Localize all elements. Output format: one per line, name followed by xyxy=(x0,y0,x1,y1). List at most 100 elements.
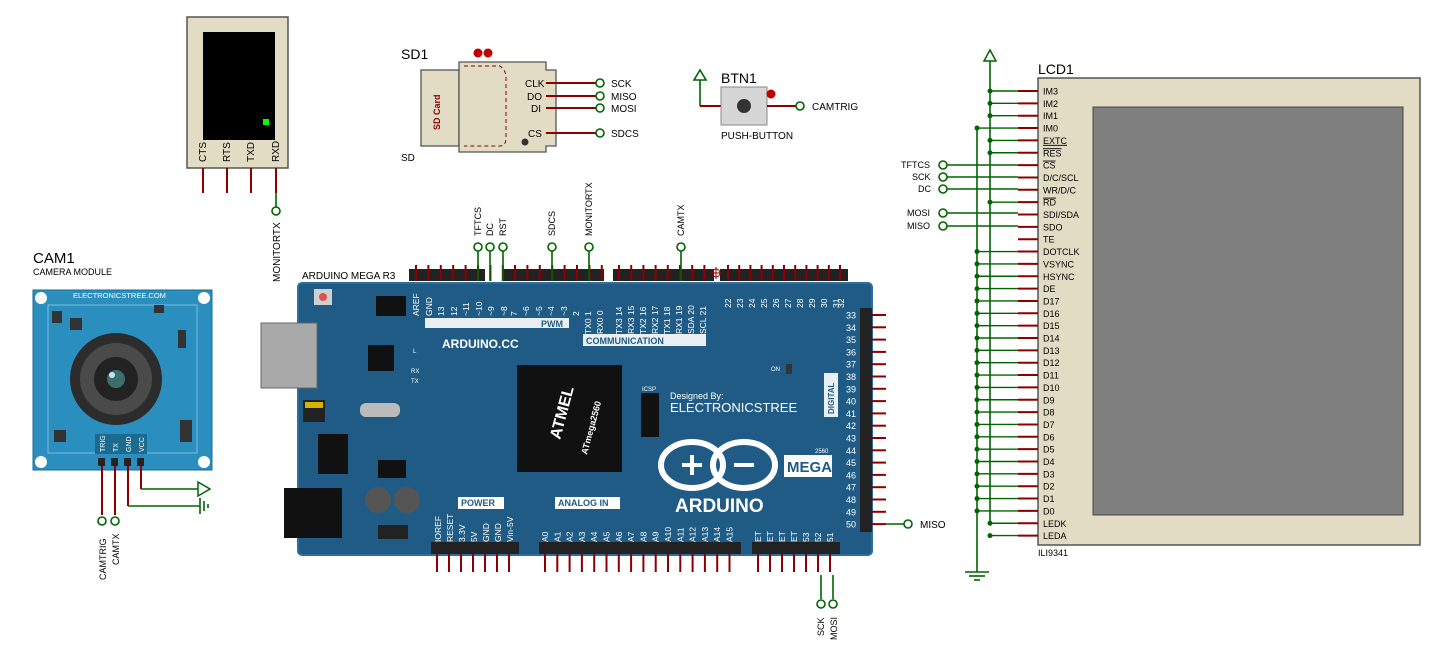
virtual-terminal[interactable]: CTS RTS TXD RXD MONITORTX xyxy=(186,16,289,282)
pin-a6: A6 xyxy=(614,531,624,542)
lcd-net-mosi: MOSI xyxy=(907,208,930,218)
lcd-net-node-mosi[interactable] xyxy=(938,208,948,218)
net-node-sdcs[interactable] xyxy=(547,242,557,252)
pin-9: ~9 xyxy=(486,306,496,316)
top-net-monitortx: MONITORTX xyxy=(584,182,594,236)
pin-a14: A14 xyxy=(712,527,722,542)
lcd-net-node-dc[interactable] xyxy=(938,184,948,194)
pin-tx2: TX2 16 xyxy=(638,306,648,334)
lcd-pin-d3: D3 xyxy=(1043,469,1055,479)
l-led-label: L xyxy=(413,349,417,355)
cam-ref-label: CAM1 xyxy=(33,250,75,267)
pin-7: 7 xyxy=(509,311,519,316)
camera-module[interactable]: CAM1 CAMERA MODULE ELECTRONICSTREE.COM T… xyxy=(32,250,213,581)
pin-4: ~4 xyxy=(546,306,556,316)
pin-51: 51 xyxy=(825,532,835,542)
button-cap-icon[interactable] xyxy=(737,99,751,113)
btn-camtrig-node[interactable] xyxy=(795,101,805,111)
right-pin-38: 38 xyxy=(846,372,856,382)
cam-camtrig-node[interactable] xyxy=(97,516,107,526)
push-button-component[interactable]: BTN1 CAMTRIG PUSH-BUTTON xyxy=(692,68,858,142)
lcd-net-tftcs: TFTCS xyxy=(901,160,930,170)
sd-sdcs-node[interactable] xyxy=(595,128,605,138)
net-node-monitortx[interactable] xyxy=(584,242,594,252)
cam-pin-trig: TRIG xyxy=(100,435,107,452)
terminal-pin-txd: TXD xyxy=(246,142,257,162)
pin-a13: A13 xyxy=(700,527,710,542)
sd-sck-node[interactable] xyxy=(595,78,605,88)
net-node-miso-right[interactable] xyxy=(903,519,913,529)
net-node-dc[interactable] xyxy=(485,242,495,252)
pin-reset: RESET xyxy=(445,514,455,542)
pin-30: 30 xyxy=(819,298,829,308)
arduino-ref-label: ARDUINO MEGA R3 xyxy=(302,271,396,282)
lcd-ref-label: LCD1 xyxy=(1038,61,1074,77)
sd-card-module[interactable]: SD1 SD Card CLK DO DI CS SD SCK MISO MOS… xyxy=(401,46,639,164)
usb-connector-icon xyxy=(260,322,318,389)
sd-indicator-icon-2 xyxy=(483,48,493,58)
right-pin-49: 49 xyxy=(846,507,856,517)
terminal-pin-cts: CTS xyxy=(198,142,209,162)
bottom-net-mosi: MOSI xyxy=(829,617,839,640)
lcd-pin-d0: D0 xyxy=(1043,506,1055,516)
net-node-mosi-bottom[interactable] xyxy=(828,599,838,609)
right-pin-33: 33 xyxy=(846,311,856,321)
right-pin-46: 46 xyxy=(846,470,856,480)
sd-mosi-node[interactable] xyxy=(595,103,605,113)
lcd-net-node-tftcs[interactable] xyxy=(938,160,948,170)
lcd-type-label: ILI9341 xyxy=(1038,548,1068,558)
lcd-net-node-sck[interactable] xyxy=(938,172,948,182)
cam-net-camtrig: CAMTRIG xyxy=(98,539,108,581)
pin-ioref: IOREF xyxy=(433,516,443,542)
pin-11: ~11 xyxy=(461,302,471,316)
lcd-junction-dot xyxy=(987,533,993,539)
communication-label: COMMUNICATION xyxy=(586,336,664,346)
net-node-rst[interactable] xyxy=(498,242,508,252)
mega-label: MEGA xyxy=(787,459,832,476)
reset-button-icon[interactable] xyxy=(319,293,327,301)
lcd-pin-d9: D9 xyxy=(1043,395,1055,405)
pin-a11: A11 xyxy=(675,527,685,542)
pin-et-2: ET xyxy=(765,531,775,542)
net-node-sck-bottom[interactable] xyxy=(816,599,826,609)
sd-miso-node[interactable] xyxy=(595,91,605,101)
arduino-brand-label: ARDUINO xyxy=(675,496,764,517)
pin-et-4: ET xyxy=(789,531,799,542)
terminal-pin-rts: RTS xyxy=(222,142,233,162)
pin-a8: A8 xyxy=(638,531,648,542)
lcd-net-node-miso[interactable] xyxy=(938,221,948,231)
terminal-rx-net-label: MONITORTX xyxy=(272,222,283,282)
net-node-tftcs[interactable] xyxy=(473,242,483,252)
pin-scl: SCL 21 xyxy=(698,306,708,334)
pin-rx3: RX3 15 xyxy=(626,305,636,334)
top-net-camtx: CAMTX xyxy=(676,205,686,237)
cam-brand: ELECTRONICSTREE.COM xyxy=(73,291,166,300)
net-node-camtx[interactable] xyxy=(676,242,686,252)
lcd-vcc-arrow-icon xyxy=(982,48,998,62)
lcd-pin-d7: D7 xyxy=(1043,420,1055,430)
arduino-mega-board[interactable]: ARDUINO MEGA R3 ATMEL ATmega2560 ICSP xyxy=(260,182,946,640)
pin-53: 53 xyxy=(801,532,811,542)
vcc-arrow-icon xyxy=(197,480,212,498)
sd-pin-do: DO xyxy=(527,92,542,103)
pin-12: 12 xyxy=(449,306,459,316)
top-net-tftcs: TFTCS xyxy=(473,207,483,236)
lcd-ili9341[interactable]: LCD1 ILI9341 IM3IM2IM1IM0EXTCRESCSD/C/SC… xyxy=(901,48,1421,581)
cam-camtx-node[interactable] xyxy=(110,516,120,526)
cam-type-label: CAMERA MODULE xyxy=(33,267,112,277)
designer-label: ELECTRONICSTREE xyxy=(670,400,797,415)
terminal-rx-node[interactable] xyxy=(271,206,281,216)
pin-2: 2 xyxy=(571,311,581,316)
top-net-dc: DC xyxy=(485,223,495,236)
lcd-pin-d5: D5 xyxy=(1043,445,1055,455)
top-net-sdcs: SDCS xyxy=(547,211,557,236)
pin-aref: AREF xyxy=(411,293,421,316)
right-pin-36: 36 xyxy=(846,347,856,357)
lcd-pin-extc: EXTC xyxy=(1043,136,1068,146)
lcd-pin-d-c-scl: D/C/SCL xyxy=(1043,173,1079,183)
lcd-junction-dot xyxy=(987,520,993,526)
lcd-net-sck: SCK xyxy=(912,172,931,182)
top-net-rst: RST xyxy=(498,217,508,236)
pin-31: 31 xyxy=(831,298,841,308)
